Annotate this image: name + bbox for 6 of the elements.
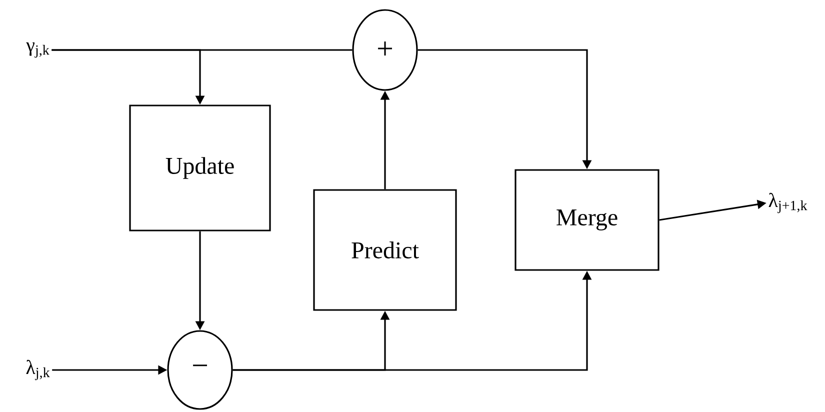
signal-label: γ$_{j,k}$ [26, 42, 50, 58]
signal-label: λ$_{j+1,k}$ [768, 192, 808, 214]
process-box: Predict [313, 189, 457, 311]
signal-label: λ$_{j,k}$ [26, 360, 50, 380]
process-box: Update [129, 104, 271, 232]
process-box: Merge [514, 169, 660, 271]
